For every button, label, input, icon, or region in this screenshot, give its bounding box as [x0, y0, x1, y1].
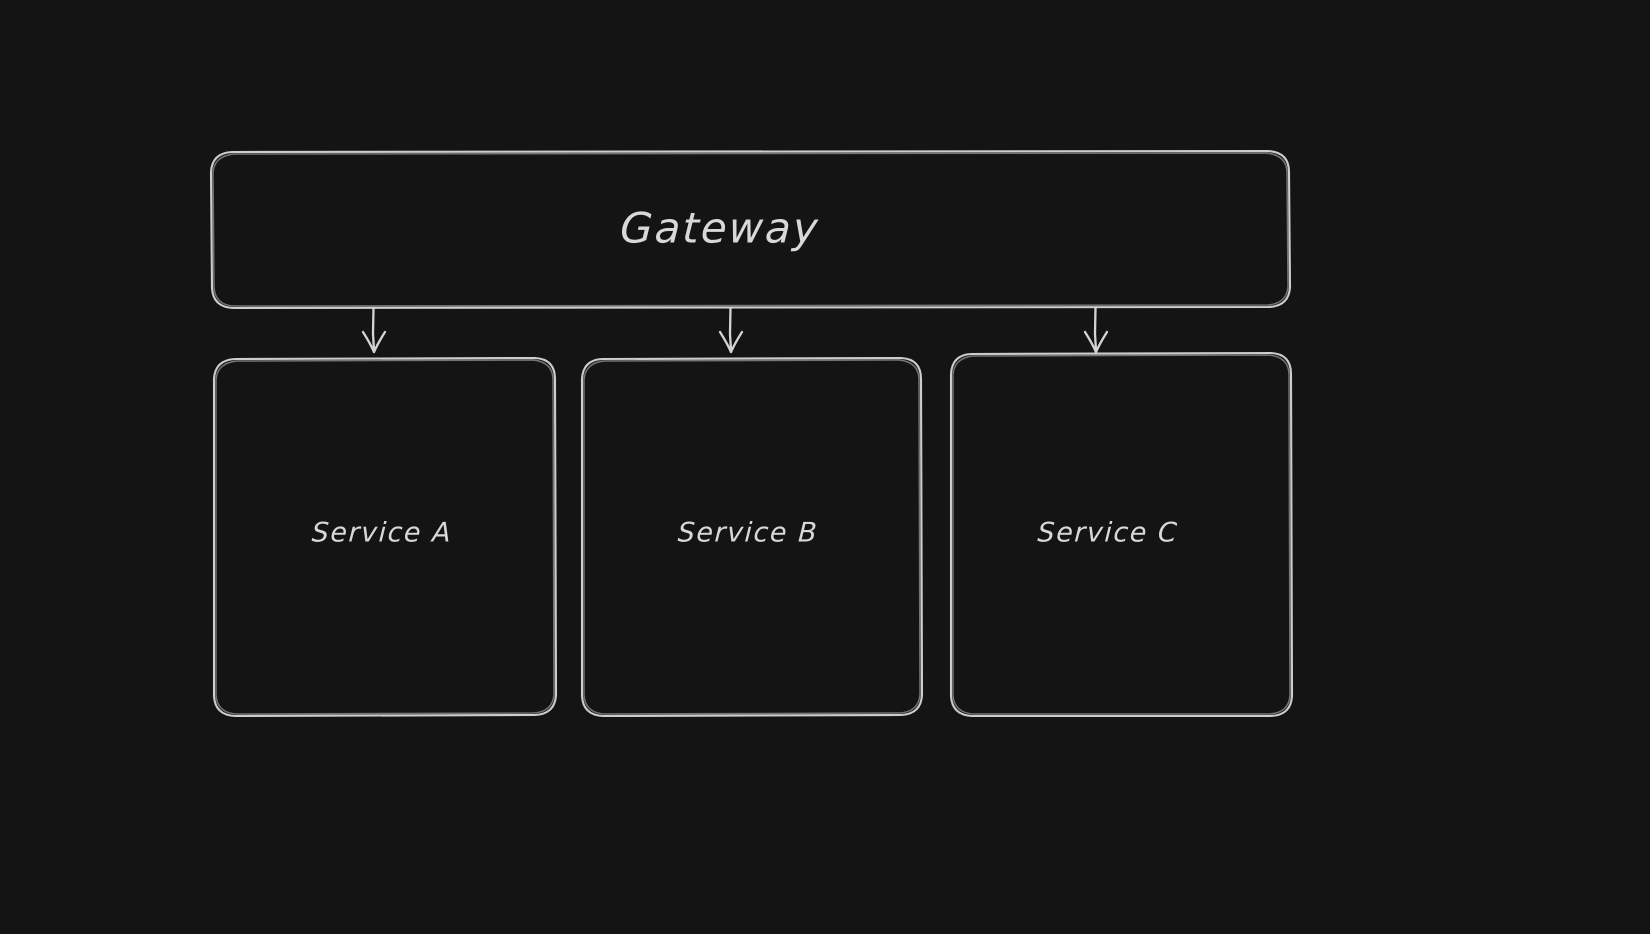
- node-label-service-a: Service A: [311, 517, 453, 549]
- node-label-gateway: Gateway: [618, 203, 822, 253]
- edge-gateway-service-c[interactable]: [1083, 306, 1109, 354]
- node-gateway-shape[interactable]: [209, 149, 1292, 310]
- node-service-a-shape[interactable]: [212, 356, 558, 718]
- node-service-c-shape[interactable]: [949, 351, 1294, 718]
- node-label-service-c: Service C: [1036, 517, 1180, 549]
- node-label-service-b: Service B: [676, 517, 820, 549]
- edge-gateway-service-a[interactable]: [361, 306, 387, 354]
- edge-gateway-service-b[interactable]: [718, 306, 744, 354]
- node-service-b-shape[interactable]: [580, 356, 924, 718]
